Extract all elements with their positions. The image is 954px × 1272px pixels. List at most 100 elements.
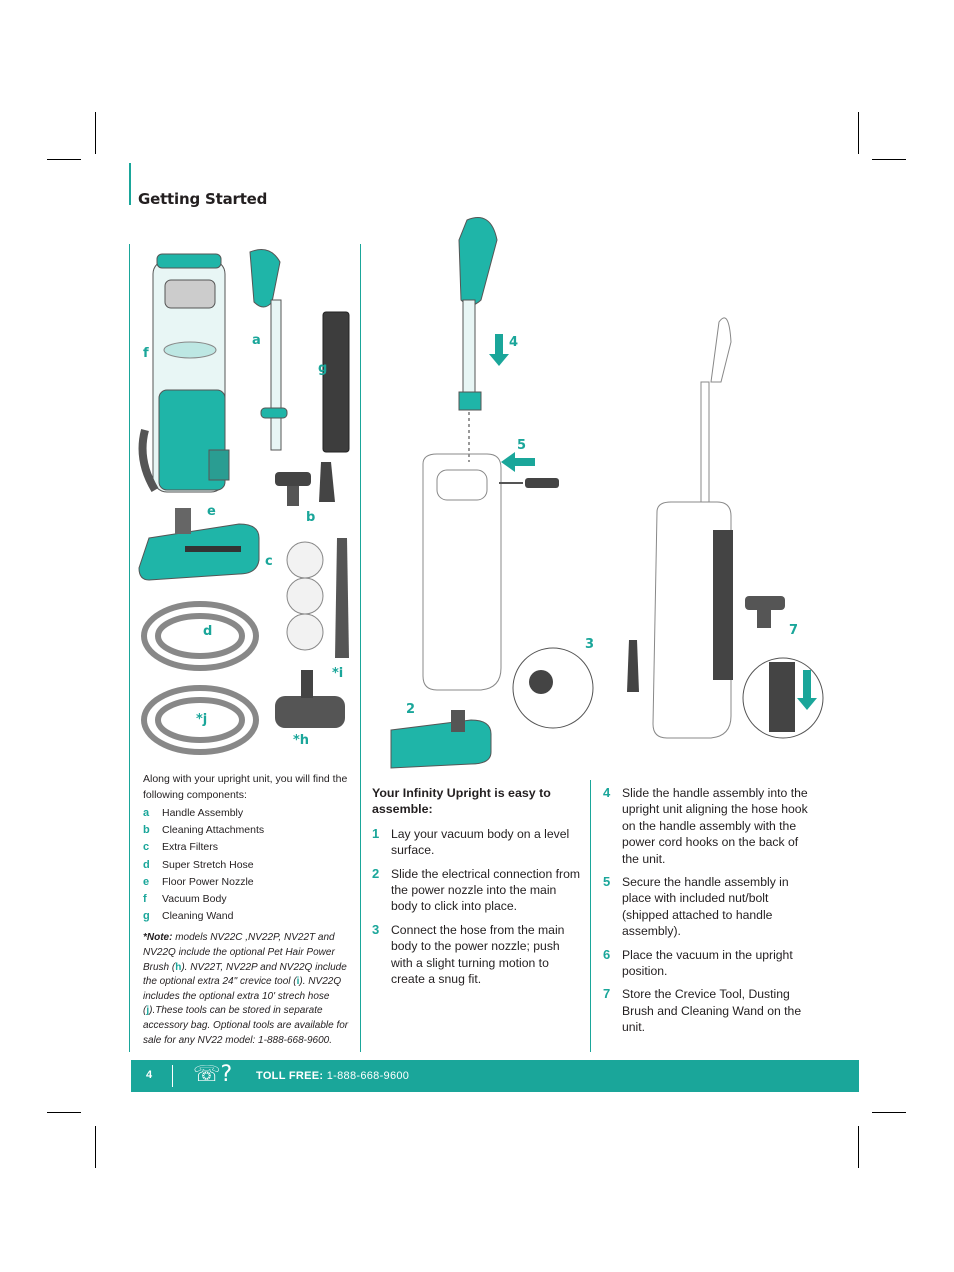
label-step-3: 3 — [585, 637, 595, 652]
down-arrow-icon — [489, 334, 509, 366]
handle-assembly-drawing — [458, 217, 498, 411]
components-intro: Along with your upright unit, you will f… — [143, 773, 348, 801]
label-d: d — [203, 624, 213, 639]
assembly-step: 5 Secure the handle assembly in place wit… — [603, 874, 813, 940]
component-letter: b — [143, 824, 150, 837]
stored-brush-drawing — [745, 596, 785, 628]
note-label: *Note: — [143, 932, 173, 944]
assembly-step: 4 Slide the handle assembly into the upri… — [603, 785, 813, 867]
step-number: 3 — [372, 921, 380, 937]
note-ref-j: j — [146, 1005, 150, 1017]
crop-mark — [858, 1126, 859, 1168]
crop-mark — [47, 1112, 81, 1113]
components-note: *Note: models NV22C ,NV22P, NV22T and NV… — [143, 931, 355, 1048]
step-text: Store the Crevice Tool, Dusting Brush an… — [622, 987, 802, 1035]
step-text: Connect the hose from the main body to t… — [391, 922, 565, 987]
component-letter: a — [143, 807, 150, 819]
crop-mark — [47, 159, 81, 160]
component-letter: g — [143, 910, 150, 923]
step-text: Place the vacuum in the upright position… — [622, 947, 793, 979]
label-step-7: 7 — [789, 623, 799, 638]
step-text: Slide the electrical connection from the… — [391, 866, 581, 914]
note-text-2: ). NV22T, NV22P and NV22Q include the op… — [143, 961, 347, 988]
label-step-5: 5 — [517, 438, 527, 453]
toll-free-label: TOLL FREE: — [256, 1070, 324, 1082]
component-name: Extra Filters — [162, 841, 219, 854]
footer-divider — [172, 1065, 173, 1087]
assembly-step: 7 Store the Crevice Tool, Dusting Brush a… — [603, 986, 813, 1035]
components-section: Along with your upright unit, you will f… — [143, 771, 355, 1048]
step-text: Slide the handle assembly into the uprig… — [622, 786, 808, 866]
crop-mark — [95, 112, 96, 154]
column-rule-right — [590, 780, 591, 1052]
wand-storage-detail — [742, 657, 824, 739]
step-text: Lay your vacuum body on a level surface. — [391, 826, 570, 858]
label-e: e — [207, 504, 216, 519]
wand-drawing — [322, 311, 350, 453]
step-number: 5 — [603, 874, 611, 890]
screwdriver-drawing — [499, 478, 559, 488]
assembly-step: 2 Slide the electrical connection from th… — [372, 866, 582, 915]
page-title: Getting Started — [138, 190, 268, 208]
step-text: Secure the handle assembly in place with… — [622, 875, 789, 939]
step-number: 6 — [603, 946, 611, 962]
label-g: g — [318, 361, 328, 376]
power-nozzle-drawing — [390, 710, 492, 769]
step-number: 4 — [603, 785, 611, 800]
extra-hose-drawing — [141, 685, 259, 755]
component-item: a Handle Assembly — [143, 805, 355, 822]
assembly-step: 3 Connect the hose from the main body to … — [372, 922, 582, 988]
component-letter: d — [143, 858, 150, 871]
component-item: d Super Stretch Hose — [143, 857, 355, 874]
filters-drawing — [286, 541, 324, 651]
note-ref-h: h — [175, 961, 182, 973]
component-name: Super Stretch Hose — [162, 858, 254, 871]
floor-nozzle-drawing — [138, 508, 260, 581]
handle-drawing — [249, 249, 288, 451]
assembly-illustration — [390, 217, 824, 769]
components-illustration — [138, 249, 350, 755]
page-number: 4 — [146, 1069, 153, 1081]
label-f: f — [143, 346, 149, 361]
assembly-intro: Your Infinity Upright is easy to assembl… — [372, 786, 551, 817]
component-letter: e — [143, 875, 150, 888]
label-step-2: 2 — [406, 702, 416, 717]
column-rule-middle — [360, 244, 361, 1052]
column-rule-left — [129, 244, 130, 1052]
crevice-tool-drawing — [335, 538, 349, 658]
assembled-upright-outline — [652, 317, 732, 739]
assembly-steps-left: Your Infinity Upright is easy to assembl… — [372, 785, 582, 994]
upright-body-outline — [422, 453, 502, 691]
attachments-drawing — [275, 462, 335, 506]
step-number: 7 — [603, 986, 611, 1002]
note-text-4: ).These tools can be stored in separate … — [143, 1005, 349, 1046]
pet-brush-drawing — [275, 670, 345, 728]
component-name: Floor Power Nozzle — [162, 875, 254, 888]
component-name: Cleaning Attachments — [162, 824, 265, 837]
crop-mark — [858, 112, 859, 154]
label-a: a — [252, 333, 261, 348]
hose-drawing — [141, 601, 259, 671]
heading-accent-bar — [129, 163, 131, 205]
label-c: c — [265, 554, 273, 569]
step-number: 2 — [372, 865, 380, 881]
hose-connection-detail — [512, 647, 594, 729]
component-item: b Cleaning Attachments — [143, 822, 355, 839]
phone-icon: ☏? — [193, 1062, 233, 1087]
footer-bar: 4 ☏? TOLL FREE: 1-888-668-9600 — [131, 1060, 859, 1092]
note-text-3: ). NV22Q includes the optional extra 10'… — [143, 976, 342, 1017]
label-b: b — [306, 510, 316, 525]
note-ref-i: i — [296, 976, 300, 988]
stored-crevice-drawing — [627, 640, 639, 692]
component-item: e Floor Power Nozzle — [143, 874, 355, 891]
vacuum-body-drawing — [138, 253, 230, 493]
toll-free: TOLL FREE: 1-888-668-9600 — [256, 1070, 409, 1082]
label-j: *j — [196, 712, 208, 727]
component-name: Handle Assembly — [162, 807, 244, 819]
left-arrow-icon — [501, 452, 535, 472]
